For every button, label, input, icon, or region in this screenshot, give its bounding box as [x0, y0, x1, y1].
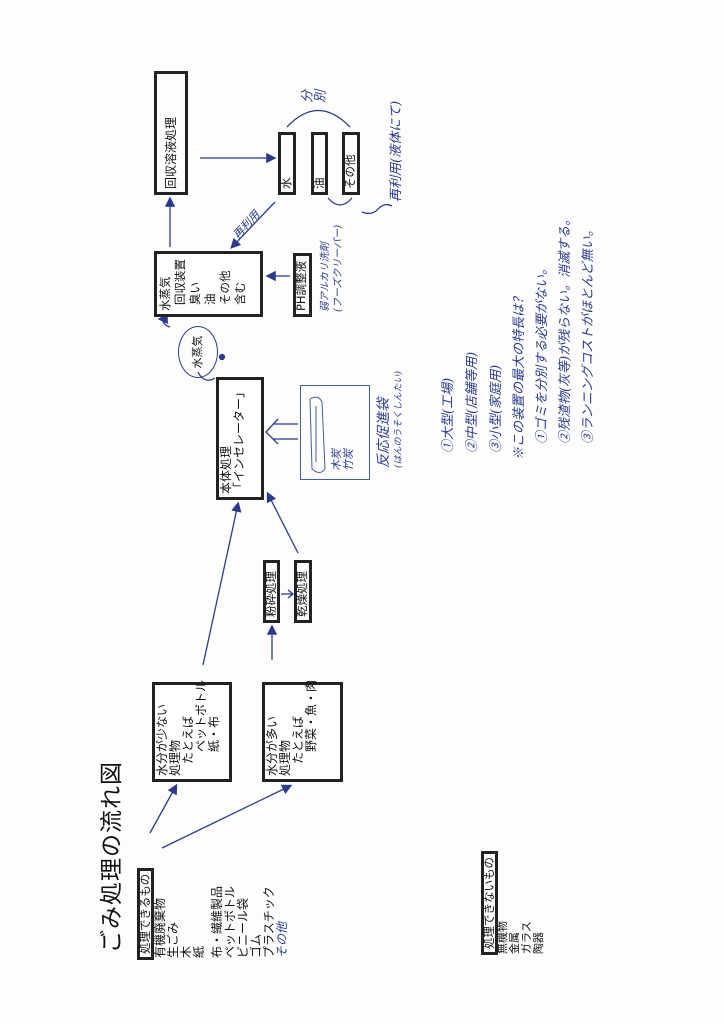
cannot-process-list: 無機物 金属 ガラス 陶器 — [496, 921, 545, 954]
arrow-dry-to-main — [266, 491, 299, 554]
ph-adjust-box: PH調整液 — [293, 253, 312, 317]
separated-oil-box: 油 — [311, 132, 328, 195]
main-process-box: 本体処理 「インセレーター」 — [216, 377, 264, 500]
box-line: 野菜・魚・肉 — [304, 679, 318, 776]
box-line: 回収装置 — [173, 259, 187, 305]
can-process-list: 有機廃棄物 生ごみ 木 紙 布・繊維製品 ペットボトル ビニール袋 ゴム プラス… — [153, 886, 289, 958]
steam-recovery-box: 水蒸気 回収装置 臭い 油 その他 含む — [154, 251, 263, 317]
double-arrow-bag-to-main — [265, 418, 298, 445]
low-moisture-box: 水分が少ない 処理物 たとえば ペットボトル 紙・布 — [152, 680, 232, 782]
note-question: ※この装置の最大の特長は？ — [512, 290, 527, 460]
list-item-handwritten: その他 — [275, 921, 289, 958]
box-line: 「インセレーター」 — [232, 385, 246, 494]
arrow-to-high-moisture — [161, 784, 293, 849]
box-line: 紙・布 — [207, 715, 221, 776]
note-line: ②中型(店舗等用) — [465, 351, 480, 453]
box-line: 油 — [203, 293, 217, 306]
box-line: 水蒸気 — [158, 276, 172, 312]
separate-label: 分別 — [300, 91, 326, 106]
can-process-header: 処理できるもの — [137, 867, 154, 960]
separated-water-box: 水 — [278, 132, 296, 195]
list-item: 紙 — [192, 945, 206, 958]
arrow-bubble-to-recovery — [157, 313, 171, 328]
size-notes: ①大型(工場) ②中型(店舗等用) ③小型(家庭用) — [437, 352, 509, 453]
charcoal-label: 木炭 竹炭 — [330, 449, 355, 471]
note-line: ③ランニングコストがほとんど無い。 — [581, 223, 596, 444]
reuse-note: 再利用(液体にて) — [389, 100, 404, 202]
note-line: ③小型(家庭用) — [489, 364, 504, 453]
ph-note-2: (フーズクリーパー) — [333, 224, 344, 312]
recovered-solution-box: 回収溶液処理 — [154, 71, 188, 195]
reaction-bag-sketch: 木炭 竹炭 — [300, 385, 370, 480]
note-line: ②残渣物(灰等)が残らない。消滅する。 — [558, 212, 573, 444]
arrow-low-to-main — [202, 501, 242, 666]
box-line: その他 — [218, 270, 232, 306]
note-line: ①大型(工場) — [441, 377, 456, 453]
dry-process-box: 乾燥処理 — [294, 560, 312, 623]
reuse-brace — [361, 203, 393, 215]
arrow-to-low-moisture — [149, 783, 178, 834]
page-title: ごみ処理の流れ図 — [99, 761, 125, 953]
reaction-bag-reading: (はんのうそくしんたい) — [394, 370, 404, 468]
feature-notes: ※この装置の最大の特長は？ ①ゴミを分別する必要がない。 ②残渣物(灰等)が残ら… — [508, 213, 600, 460]
bag-sketch — [309, 396, 326, 473]
list-item: 陶器 — [532, 932, 545, 954]
arrow-main-to-steam — [197, 371, 216, 381]
separate-arc — [286, 109, 351, 128]
separated-other-box: その他 — [342, 132, 360, 195]
arrow-crush-to-dry — [281, 589, 295, 599]
high-moisture-box: 水分が多い 処理物 たとえば 野菜・魚・肉 — [262, 679, 343, 782]
note-line: ①ゴミを分別する必要がない。 — [535, 261, 550, 444]
reaction-bag-caption: 反応促進袋 — [376, 398, 392, 468]
steam-bubble: 水蒸気 — [178, 326, 218, 378]
lower-arc — [327, 197, 353, 206]
box-line: 含む — [233, 282, 247, 305]
crush-process-box: 粉砕処理 — [263, 560, 280, 623]
box-line: 臭い — [188, 282, 202, 305]
arrow-reuse-water — [230, 201, 276, 249]
